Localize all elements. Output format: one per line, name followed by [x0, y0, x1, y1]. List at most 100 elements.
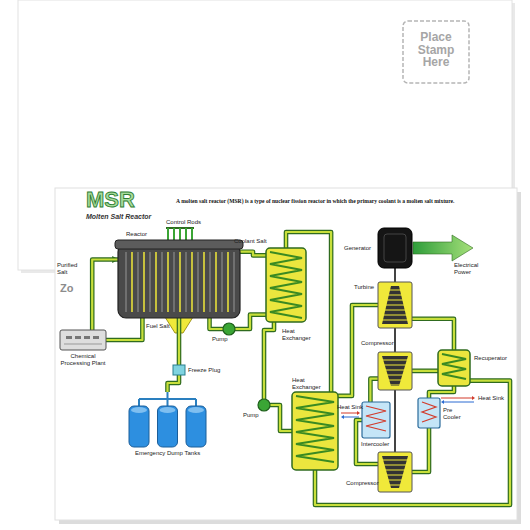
output-label: Electrical Power	[454, 262, 486, 276]
card-front	[55, 188, 517, 520]
intercooler-outline	[362, 402, 390, 438]
pipe-core	[178, 318, 180, 365]
node-label: Compressor	[346, 480, 379, 487]
compressor: Compressor	[378, 352, 412, 390]
precooler-outline	[418, 398, 440, 428]
pipe-label: Fuel Salt	[146, 323, 170, 330]
node-label: Heat Exchanger	[282, 328, 312, 342]
pipe-connector	[264, 322, 274, 399]
node-label: Pump	[243, 412, 259, 419]
pump-outline	[223, 323, 235, 335]
node-label: Compressor	[361, 340, 394, 347]
connector-path	[106, 318, 142, 340]
connector-path	[270, 405, 292, 431]
pipe-core	[429, 386, 454, 398]
pipe-connector	[106, 318, 142, 340]
connector-path	[412, 428, 429, 472]
heat-exchanger-outline	[266, 248, 306, 322]
processing-plant-outline	[60, 330, 106, 350]
connector-path	[394, 328, 396, 352]
heat-exchanger: Heat Exchanger	[292, 392, 338, 470]
connector-path	[92, 260, 118, 331]
connector-path	[235, 315, 266, 329]
heat-exchanger-outline	[292, 392, 338, 470]
node-label: Pump	[212, 336, 228, 343]
watermark: Zo	[60, 282, 73, 295]
freeze-plug-outline	[173, 365, 185, 375]
heat-sink-label: Heat Sink	[337, 404, 363, 411]
title-heading: MSR	[86, 189, 135, 211]
connector-path	[240, 252, 266, 256]
generator: Generator	[378, 228, 412, 268]
node-label: Place Stamp Here	[406, 31, 466, 69]
connector-path	[412, 319, 454, 350]
pipe-label: Coolant Salt	[234, 238, 267, 245]
connector-path	[370, 379, 378, 402]
pipe-core	[315, 381, 510, 505]
connector-path	[210, 318, 224, 329]
heat-exchanger: Heat Exchanger	[266, 248, 306, 322]
pipe-connector	[370, 379, 378, 402]
node-label: Emergency Dump Tanks	[120, 450, 215, 457]
turbine-outline	[378, 282, 412, 328]
pipe-core	[235, 315, 266, 329]
pipe-connector	[315, 381, 510, 505]
pipe-connector	[235, 315, 266, 329]
node-label: Freeze Plug	[188, 367, 220, 374]
connector-path	[168, 375, 180, 392]
generator-outline	[378, 228, 412, 268]
pump: Pump	[223, 323, 235, 335]
pipe-connector	[412, 428, 429, 472]
pipe-connector	[92, 260, 118, 331]
node-label: Pre Cooler	[443, 407, 467, 421]
pipe-core	[412, 319, 454, 350]
compressor-outline	[378, 352, 412, 390]
node-label: Turbine	[354, 284, 374, 291]
pipe-core	[370, 379, 378, 402]
pipe-core	[240, 252, 266, 256]
turbine: Turbine	[378, 282, 412, 328]
node-label: Intercooler	[361, 441, 389, 448]
connector-path	[394, 268, 396, 282]
connector-path	[264, 322, 274, 399]
pipe-core	[92, 260, 118, 331]
pipe-connector	[412, 319, 454, 350]
pipe-core	[270, 405, 292, 431]
freeze-plug: Freeze Plug	[173, 365, 185, 375]
recuperator: Recuperator	[438, 350, 470, 386]
processing-plant: Chemical Processing Plant	[60, 330, 106, 350]
pipe-core	[264, 322, 274, 399]
pipe-label: Purified Salt	[57, 262, 81, 276]
pipe-connector	[168, 375, 180, 392]
description-note: A molten salt reactor (MSR) is a type of…	[176, 198, 454, 204]
pipe-core	[412, 370, 438, 372]
pipe-connector	[429, 386, 454, 398]
pipe-connector	[210, 318, 224, 329]
pump: Pump	[258, 399, 270, 411]
pipe-connector	[240, 252, 266, 256]
connector-path	[429, 386, 454, 398]
dump-tanks: Emergency Dump Tanks	[125, 392, 210, 447]
reactor-vessel: Reactor	[118, 240, 240, 318]
heat-sink-label: Heat Sink	[478, 395, 504, 402]
compressor-outline	[378, 452, 412, 492]
pipe-core	[106, 318, 142, 340]
shaft-connector	[395, 268, 396, 282]
stamp-box: Place Stamp Here	[402, 20, 470, 84]
part-label: Control Rods	[166, 219, 201, 226]
node-label: Heat Exchanger	[292, 377, 324, 391]
recuperator-outline	[438, 350, 470, 386]
compressor: Compressor	[378, 452, 412, 492]
pipe-connector	[412, 370, 438, 371]
node-label: Reactor	[126, 231, 147, 238]
connector-path	[394, 390, 396, 452]
intercooler: Intercooler	[362, 402, 390, 438]
dump-tanks-outline	[125, 392, 210, 447]
connector-path	[412, 369, 438, 374]
pipe-connector	[179, 318, 180, 365]
electrical-power-arrow	[413, 235, 473, 261]
